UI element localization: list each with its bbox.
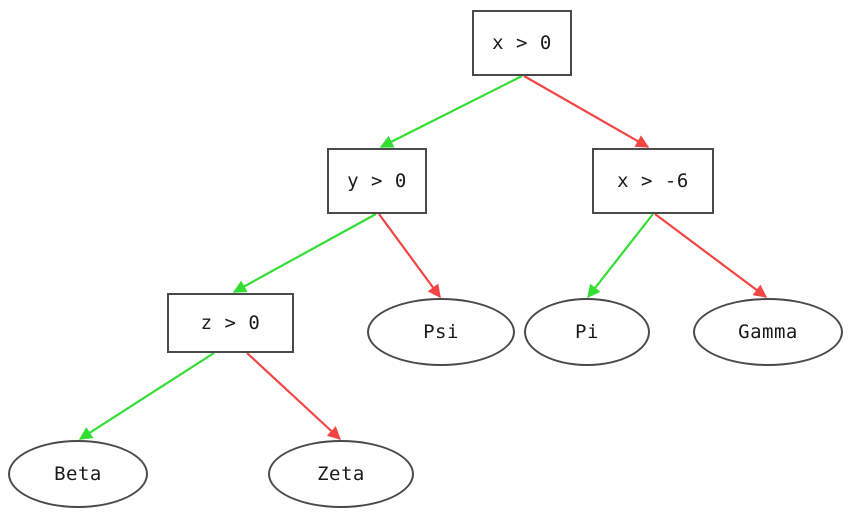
- node-z_gt_0[interactable]: z > 0: [167, 293, 294, 353]
- node-label-x_gt_m6: x > -6: [617, 170, 689, 192]
- edge-x_gt_m6-to-pi-true: [587, 213, 654, 299]
- node-label-beta: Beta: [54, 463, 102, 485]
- node-y_gt_0[interactable]: y > 0: [327, 148, 427, 214]
- node-gamma[interactable]: Gamma: [693, 298, 843, 366]
- node-label-pi: Pi: [575, 321, 599, 343]
- node-label-y_gt_0: y > 0: [347, 170, 407, 192]
- node-psi[interactable]: Psi: [367, 298, 515, 366]
- node-x_gt_m6[interactable]: x > -6: [592, 148, 714, 214]
- edge-x_gt_m6-to-gamma-false: [654, 213, 768, 298]
- edge-root-to-y_gt_0-true: [379, 75, 523, 148]
- edge-root-to-x_gt_m6-false: [523, 75, 650, 148]
- edge-y_gt_0-to-z_gt_0-true: [232, 213, 377, 293]
- node-pi[interactable]: Pi: [524, 298, 650, 366]
- edge-z_gt_0-to-zeta-false: [246, 352, 341, 440]
- node-beta[interactable]: Beta: [8, 440, 148, 508]
- edge-z_gt_0-to-beta-true: [78, 352, 215, 440]
- edge-y_gt_0-to-psi-false: [378, 213, 441, 299]
- node-label-gamma: Gamma: [738, 321, 798, 343]
- node-label-root: x > 0: [492, 32, 552, 54]
- node-label-psi: Psi: [423, 321, 459, 343]
- node-label-zeta: Zeta: [317, 463, 365, 485]
- node-label-z_gt_0: z > 0: [200, 312, 261, 334]
- node-root[interactable]: x > 0: [472, 10, 572, 76]
- tree-edges: [78, 75, 768, 440]
- node-zeta[interactable]: Zeta: [268, 440, 414, 508]
